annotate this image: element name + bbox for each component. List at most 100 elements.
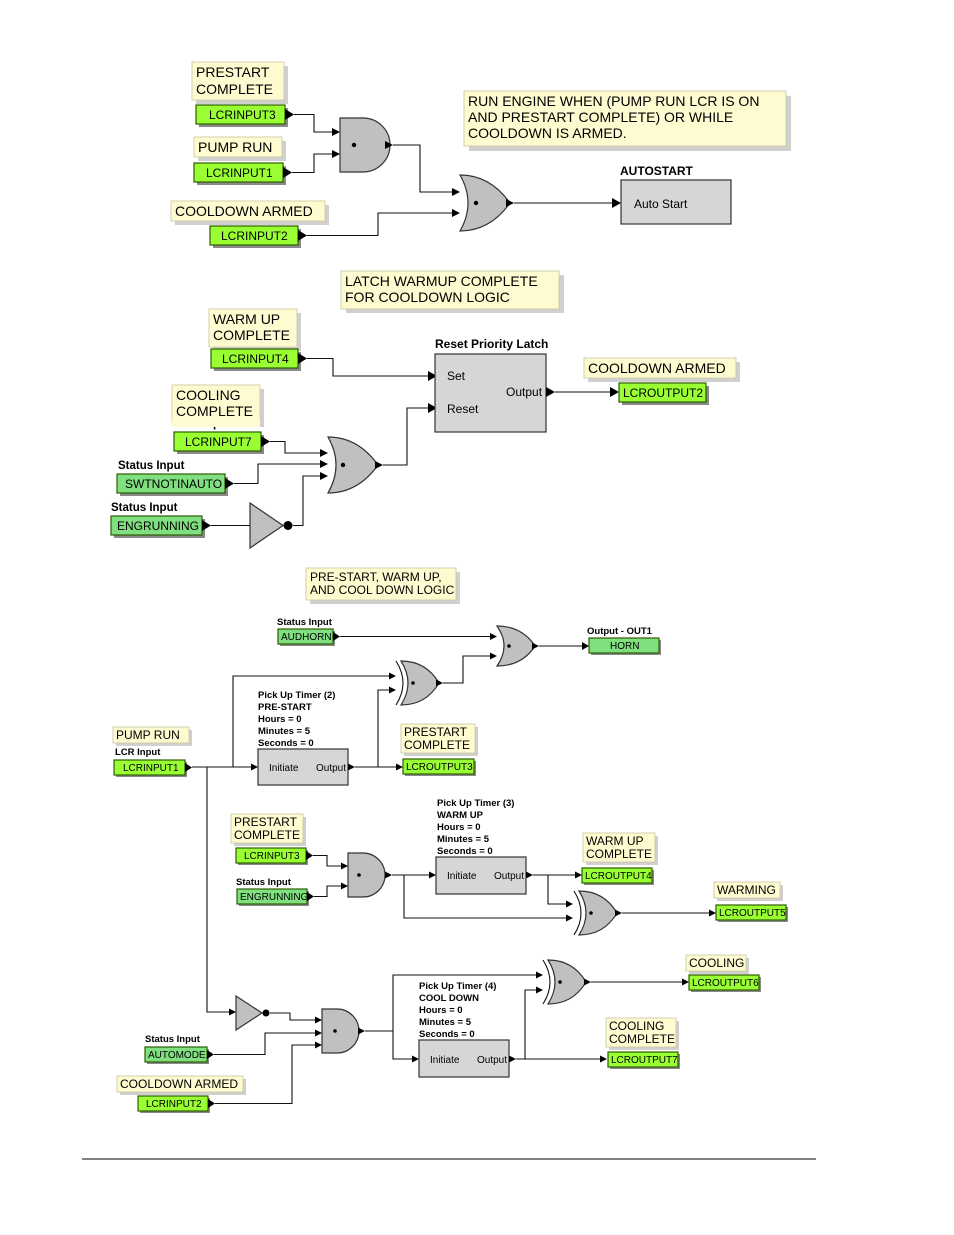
- input-label: LCRINPUT2: [221, 229, 288, 243]
- timer2-labels: Pick Up Timer (2) PRE-START Hours = 0 Mi…: [258, 690, 335, 749]
- note-latch-comment: LATCH WARMUP COMPLETE FOR COOLDOWN LOGIC: [340, 270, 564, 313]
- wire: [524, 989, 536, 1059]
- input-swtnotinauto[interactable]: SWTNOTINAUTO: [116, 473, 234, 496]
- wire-arrow: [610, 387, 619, 397]
- input-label: LCRINPUT4: [222, 352, 289, 366]
- note-text: AND PRESTART COMPLETE) OR WHILE: [468, 109, 733, 125]
- wire-arrow: [612, 198, 621, 208]
- input-label: AUTOMODE: [148, 1050, 206, 1061]
- output-lcroutput6[interactable]: LCROUTPUT6: [688, 974, 761, 992]
- section-prestart-warmup-cooldown: PRE-START, WARM UP, AND COOL DOWN LOGIC …: [112, 567, 788, 1113]
- output-lcroutput3[interactable]: LCROUTPUT3: [402, 758, 476, 776]
- input-engrunning-s3[interactable]: ENGRUNNING: [236, 888, 314, 906]
- timer-line: Pick Up Timer (3): [437, 798, 514, 809]
- note-text: COMPLETE: [609, 1032, 675, 1046]
- timer3-block[interactable]: Initiate Output: [435, 856, 527, 895]
- wire-arrow: [375, 461, 383, 469]
- section-latch: LATCH WARMUP COMPLETE FOR COOLDOWN LOGIC…: [110, 270, 740, 550]
- wire-arrow: [412, 1055, 419, 1063]
- and-gate: [339, 117, 391, 173]
- status-input-label: Status Input: [118, 460, 185, 472]
- wire: [383, 407, 428, 466]
- input-lcrinput1-s3[interactable]: LCRINPUT1: [113, 759, 192, 777]
- wire-arrow: [385, 141, 393, 149]
- note-text: COOLDOWN ARMED: [175, 203, 313, 219]
- note-section3-comment: PRE-START, WARM UP, AND COOL DOWN LOGIC: [305, 567, 460, 604]
- input-lcrinput4[interactable]: LCRINPUT4: [210, 348, 307, 371]
- timer-line: Pick Up Timer (4): [419, 981, 496, 992]
- autostart-port-label: Auto Start: [634, 197, 688, 211]
- latch-reset-label: Reset: [447, 402, 479, 416]
- output-horn[interactable]: HORN: [588, 637, 661, 655]
- wire: [307, 357, 428, 377]
- wire-arrow: [682, 978, 689, 986]
- output-label: LCROUTPUT6: [692, 978, 759, 989]
- wire: [215, 1044, 315, 1105]
- wire-arrow: [600, 1055, 607, 1063]
- input-lcrinput2[interactable]: LCRINPUT2: [209, 225, 307, 248]
- wire-arrow: [358, 1027, 365, 1035]
- timer-line: Seconds = 0: [437, 846, 493, 857]
- xor-gate-warming: [573, 890, 618, 936]
- note-text: WARM UP: [586, 834, 644, 848]
- wire-arrow: [532, 642, 539, 650]
- reset-priority-latch[interactable]: Set Reset Output: [434, 353, 547, 433]
- status-input-label: Status Input: [277, 617, 333, 628]
- input-lcrinput7[interactable]: LCRINPUT7: [173, 431, 270, 454]
- xor-gate-cooling: [542, 959, 587, 1005]
- note-prestart-complete-in: PRESTART COMPLETE: [230, 813, 306, 846]
- wire: [270, 440, 320, 454]
- note-text: WARM UP: [213, 311, 280, 327]
- wire-arrow: [229, 1008, 236, 1016]
- note-prestart-complete: PRESTART COMPLETE: [191, 61, 288, 104]
- input-lcrinput1[interactable]: LCRINPUT1: [193, 162, 292, 185]
- note-text: COMPLETE: [234, 828, 300, 842]
- timer-line: Seconds = 0: [419, 1029, 475, 1040]
- input-label: LCRINPUT7: [185, 435, 252, 449]
- timer-output-label: Output: [494, 871, 524, 882]
- output-lcroutput4[interactable]: LCROUTPUT4: [581, 867, 654, 885]
- timer-line: Minutes = 5: [419, 1017, 472, 1028]
- or-gate: [458, 174, 511, 232]
- output-arrow: [202, 520, 211, 531]
- timer-line: Hours = 0: [437, 822, 481, 833]
- input-lcrinput3[interactable]: LCRINPUT3: [195, 104, 294, 127]
- wire-arrow: [332, 128, 340, 136]
- autostart-block[interactable]: Auto Start: [620, 179, 732, 225]
- output-lcroutput7[interactable]: LCROUTPUT7: [607, 1051, 680, 1069]
- output-arrow: [225, 478, 234, 489]
- wire: [270, 1012, 315, 1021]
- wire-arrow: [389, 672, 396, 680]
- or-gate-horn: [495, 625, 536, 667]
- output-label: LCROUTPUT2: [623, 386, 703, 400]
- input-automode[interactable]: AUTOMODE: [144, 1046, 214, 1064]
- timer-line: Seconds = 0: [258, 738, 314, 749]
- input-lcrinput2-s3[interactable]: LCRINPUT2: [137, 1095, 215, 1113]
- timer2-block[interactable]: Initiate Output: [257, 748, 349, 786]
- wire-arrow: [536, 986, 543, 994]
- note-text: COMPLETE: [176, 403, 253, 419]
- output-arrow: [283, 167, 292, 178]
- input-label: LCRINPUT1: [206, 166, 273, 180]
- note-warm-up-complete: WARM UP COMPLETE: [208, 308, 301, 351]
- and-gate-warmup: [347, 852, 386, 898]
- wire-arrow: [315, 1041, 322, 1049]
- timer4-block[interactable]: Initiate Output: [418, 1039, 510, 1078]
- wire-arrow: [429, 871, 436, 879]
- timer-line: Minutes = 5: [258, 726, 311, 737]
- output-label: LCROUTPUT7: [611, 1055, 678, 1066]
- input-audhorn[interactable]: AUDHORN: [277, 628, 340, 646]
- input-engrunning[interactable]: ENGRUNNING: [110, 515, 211, 538]
- timer-initiate-label: Initiate: [430, 1055, 460, 1066]
- output-lcroutput2[interactable]: LCROUTPUT2: [618, 382, 709, 405]
- input-label: LCRINPUT1: [123, 763, 179, 774]
- wire: [293, 475, 320, 527]
- note-prestart-complete-s3: PRESTART COMPLETE: [400, 723, 478, 756]
- note-text: COOLDOWN IS ARMED.: [468, 125, 627, 141]
- output-lcroutput5[interactable]: LCROUTPUT5: [715, 904, 788, 922]
- note-text: COOLDOWN ARMED: [120, 1077, 238, 1091]
- wire: [314, 885, 341, 898]
- latch-output-label: Output: [506, 385, 543, 399]
- input-lcrinput3-s3[interactable]: LCRINPUT3: [235, 847, 313, 865]
